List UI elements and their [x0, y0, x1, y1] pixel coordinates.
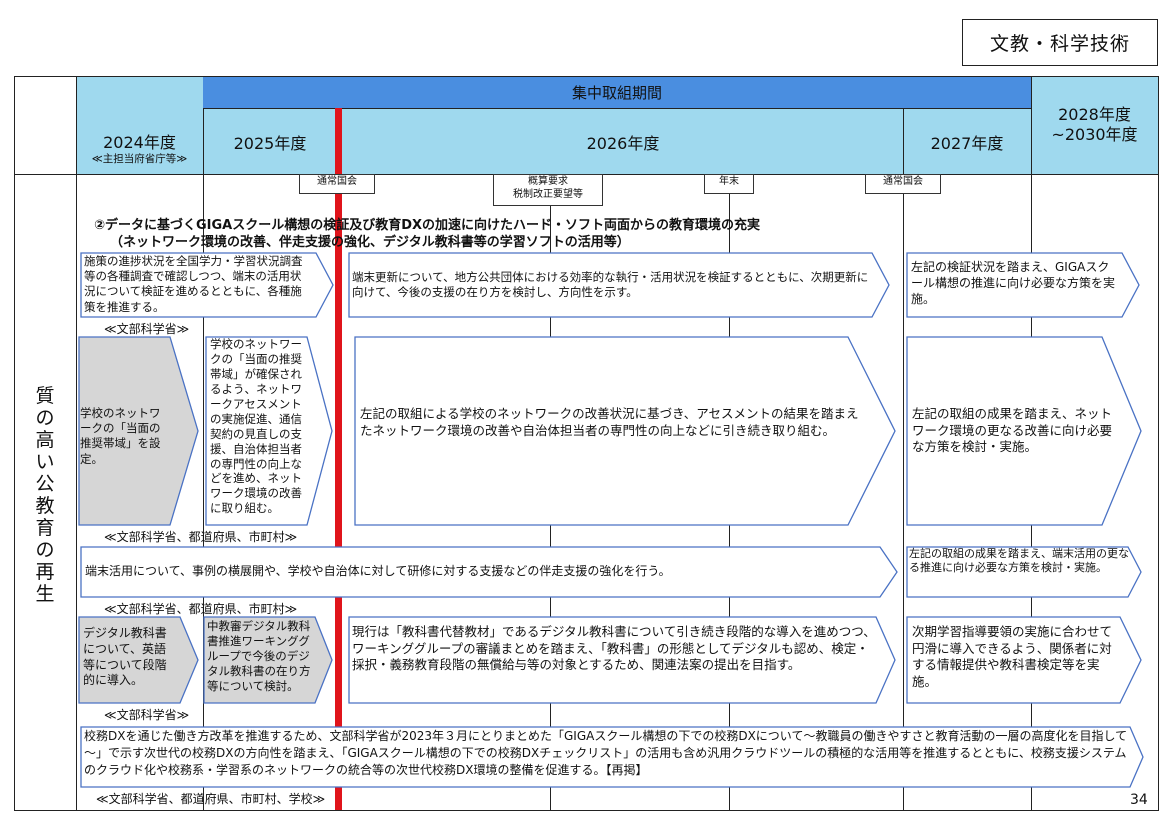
header-2024-cell: [76, 76, 203, 174]
row4-text-a: デジタル教科書について、英語等について段階的に導入。: [83, 626, 167, 688]
event-ordinary-diet-2: 通常国会: [865, 174, 941, 194]
row2-arrow-b: 左記の取組による学校のネットワークの改善状況に基づき、アセスメントの結果を踏まえ…: [354, 336, 896, 526]
row5-text-b: 校務DXを通じた働き方改革を推進するため、文部科学省が2023年３月にとりまとめ…: [84, 729, 1128, 777]
row1-text-a: 施策の進捗状況を全国学力・学習状況調査等の各種調査で確認しつつ、端末の活用状況に…: [84, 254, 303, 314]
row-label: 質の高い公教育の再生: [35, 385, 55, 606]
year-2024-label: 2024年度: [103, 133, 176, 152]
row5-arrow-b: 校務DXを通じた働き方改革を推進するため、文部科学省が2023年３月にとりまとめ…: [80, 726, 1144, 788]
row4-arrow-b: 現行は「教科書代替教材」であるデジタル教科書について引き続き段階的な導入を進めつ…: [348, 616, 896, 704]
current-date-line: [335, 108, 342, 810]
row4-ministry: ≪文部科学省≫: [104, 708, 190, 722]
page-number: 34: [1130, 792, 1148, 808]
intensive-period-banner: 集中取組期間: [203, 76, 1031, 108]
row2-arrow-a: 学校のネットワークの「当面の推奨帯域」を設定。: [78, 336, 199, 526]
row3-arrow-c: 左記の取組の成果を踏まえ、端末活用の更なる推進に向け必要な方策を検討・実施。: [906, 546, 1142, 598]
event-budget-line1: 概算要求: [528, 176, 568, 187]
section-title-line2: （ネットワーク環境の改善、伴走支援の強化、デジタル教科書等の学習ソフトの活用等）: [110, 235, 630, 250]
row3-arrow-b: 端末活用について、事例の横展開や、学校や自治体に対して研修に対する支援などの伴走…: [80, 546, 898, 598]
row4-arrow-a2: 中教審デジタル教科書推進ワーキンググループで今後のデジタル教科書の在り方等につい…: [203, 616, 333, 704]
row2-ministry: ≪文部科学省、都道府県、市町村≫: [104, 530, 298, 544]
row1-text-c: 左記の検証状況を踏まえ、GIGAスクール構想の推進に向け必要な方策を実施。: [911, 260, 1116, 306]
event-budget-request: 概算要求 税制改正要望等: [493, 174, 603, 206]
row1-arrow-a: 施策の進捗状況を全国学力・学習状況調査等の各種調査で確認しつつ、端末の活用状況に…: [80, 252, 334, 318]
row1-ministry: ≪文部科学省≫: [104, 322, 190, 336]
row2-text-a2: 学校のネットワークの「当面の推奨帯域」が確保されるよう、ネットワークアセスメント…: [210, 337, 302, 516]
row5-ministry: ≪文部科学省、都道府県、市町村、学校≫: [96, 792, 326, 806]
header-2028-cell: [1031, 76, 1158, 174]
year-2024-sub-label: ≪主担当府省庁等≫: [91, 153, 188, 165]
row3-ministry: ≪文部科学省、都道府県、市町村≫: [104, 602, 298, 616]
row1-text-b: 端末更新について、地方公共団体における効率的な執行・活用状況を検証するとともに、…: [352, 270, 869, 300]
row1-arrow-b: 端末更新について、地方公共団体における効率的な執行・活用状況を検証するとともに、…: [348, 252, 890, 318]
row4-text-a2: 中教審デジタル教科書推進ワーキンググループで今後のデジタル教科書の在り方等につい…: [207, 619, 311, 693]
row1-arrow-c: 左記の検証状況を踏まえ、GIGAスクール構想の推進に向け必要な方策を実施。: [906, 252, 1140, 318]
row4-text-c: 次期学習指導要領の実施に合わせて円滑に導入できるよう、関係者に対する情報提供や教…: [912, 624, 1113, 689]
row3-text-b: 端末活用について、事例の横展開や、学校や自治体に対して研修に対する支援などの伴走…: [85, 564, 671, 578]
year-2025-label: 2025年度: [233, 134, 307, 153]
row2-text-a: 学校のネットワークの「当面の推奨帯域」を設定。: [80, 406, 161, 466]
year-2026-label: 2026年度: [586, 134, 660, 153]
row2-arrow-a2: 学校のネットワークの「当面の推奨帯域」が確保されるよう、ネットワークアセスメント…: [205, 336, 333, 526]
section-title-line1: ②データに基づくGIGAスクール構想の検証及び教育DXの加速に向けたハード・ソフ…: [94, 218, 761, 233]
row3-text-c: 左記の取組の成果を踏まえ、端末活用の更なる推進に向け必要な方策を検討・実施。: [909, 547, 1129, 575]
year-2027-label: 2027年度: [930, 134, 1004, 153]
row4-text-b: 現行は「教科書代替教材」であるデジタル教科書について引き続き段階的な導入を進めつ…: [352, 624, 876, 672]
row4-arrow-c: 次期学習指導要領の実施に合わせて円滑に導入できるよう、関係者に対する情報提供や教…: [906, 616, 1142, 704]
row2-arrow-c: 左記の取組の成果を踏まえ、ネットワーク環境の更なる改善に向け必要な方策を検討・実…: [906, 336, 1142, 526]
year-2030-label: ~2030年度: [1051, 125, 1138, 144]
category-label: 文教・科学技術: [962, 19, 1158, 66]
row2-text-c: 左記の取組の成果を踏まえ、ネットワーク環境の更なる改善に向け必要な方策を検討・実…: [912, 406, 1113, 454]
event-year-end: 年末: [704, 174, 754, 194]
row2-text-b: 左記の取組による学校のネットワークの改善状況に基づき、アセスメントの結果を踏まえ…: [360, 406, 859, 438]
event-budget-line2: 税制改正要望等: [513, 188, 583, 200]
row4-arrow-a: デジタル教科書について、英語等について段階的に導入。: [78, 616, 199, 704]
event-ordinary-diet-1: 通常国会: [299, 174, 375, 194]
year-2028-label: 2028年度: [1058, 105, 1131, 124]
